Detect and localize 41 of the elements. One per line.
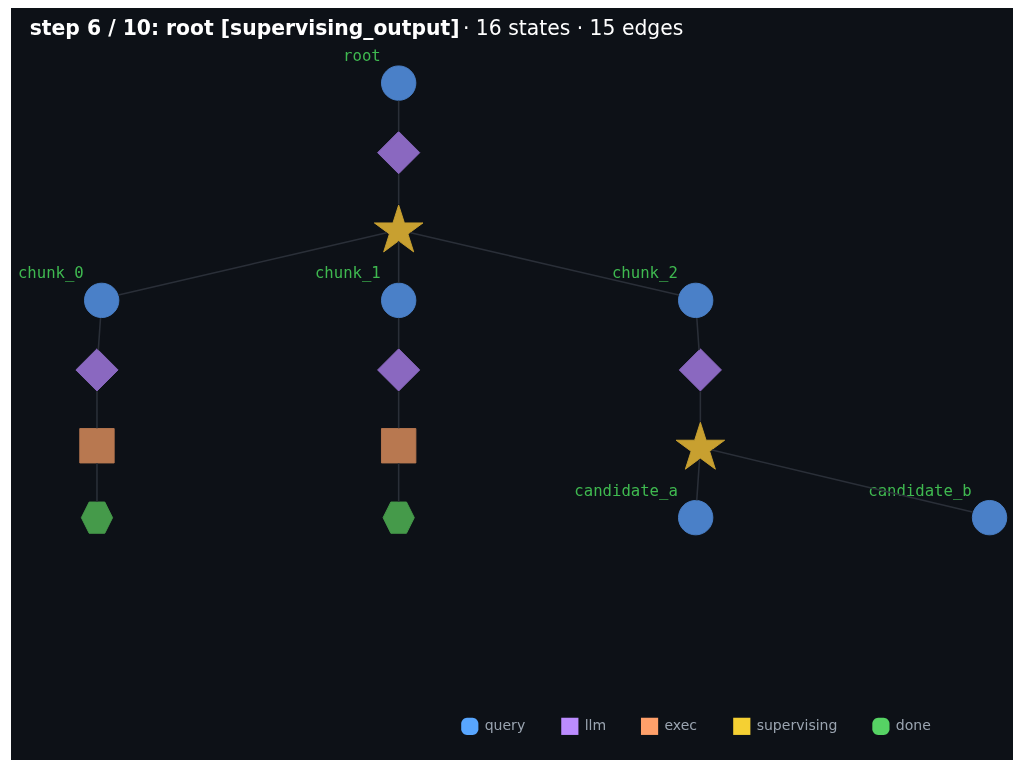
node-label: candidate_b bbox=[868, 480, 972, 500]
legend-label: llm bbox=[584, 716, 607, 733]
connector bbox=[97, 317, 102, 351]
node-label: chunk_1 bbox=[314, 263, 381, 283]
node-hexagon bbox=[382, 501, 415, 534]
diagram-title: step 6 / 10: root [supervising_output] · 16 states · 15 edges bbox=[29, 16, 684, 41]
node-diamond bbox=[75, 348, 119, 392]
connector bbox=[397, 317, 400, 350]
node-circle bbox=[381, 65, 417, 101]
node-box bbox=[381, 428, 417, 464]
node-label: root bbox=[343, 46, 381, 66]
legend-label: query bbox=[484, 716, 526, 733]
node-box bbox=[79, 428, 115, 464]
connector bbox=[695, 458, 701, 502]
node-diamond bbox=[377, 348, 421, 392]
node-circle bbox=[381, 282, 417, 319]
node-circle bbox=[678, 282, 714, 319]
connector bbox=[397, 462, 400, 503]
node-circle bbox=[971, 500, 1008, 536]
connector bbox=[397, 99, 400, 133]
node-label: chunk_2 bbox=[611, 263, 678, 283]
node-diamond bbox=[678, 348, 722, 392]
node-label: candidate_a bbox=[574, 480, 678, 500]
connector bbox=[397, 390, 400, 430]
node-circle bbox=[678, 500, 714, 536]
node-hexagon bbox=[80, 501, 114, 534]
legend-label: supervising bbox=[756, 716, 838, 733]
connector bbox=[397, 173, 400, 206]
connector bbox=[711, 449, 974, 513]
node-circle bbox=[84, 282, 120, 319]
connector bbox=[117, 232, 388, 296]
legend-label: done bbox=[895, 716, 931, 733]
connector bbox=[699, 390, 702, 423]
node-label: chunk_0 bbox=[17, 263, 84, 283]
node-diamond bbox=[377, 131, 421, 175]
connector bbox=[397, 240, 400, 284]
connector bbox=[409, 232, 680, 296]
legend-label: exec bbox=[664, 716, 698, 733]
connector bbox=[696, 317, 700, 351]
node-star bbox=[675, 421, 726, 470]
node-star bbox=[373, 204, 424, 253]
